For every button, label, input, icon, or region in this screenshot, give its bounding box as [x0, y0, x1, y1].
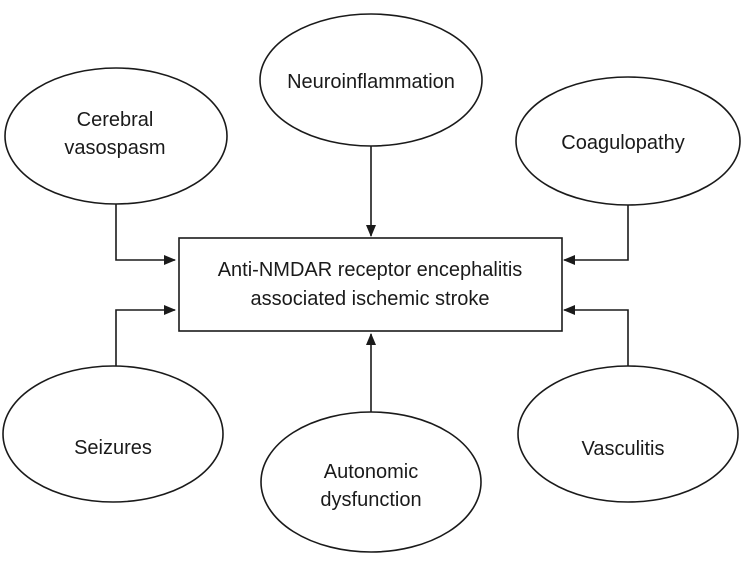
node-coagulopathy: Coagulopathy [515, 76, 741, 206]
node-cerebral-vasospasm-label-line-2: vasospasm [64, 137, 165, 159]
node-autonomic-dysfunction-label-line-2: dysfunction [320, 489, 421, 511]
node-coagulopathy-ellipse [515, 76, 741, 206]
center-label-line-2: associated ischemic stroke [251, 288, 490, 310]
node-neuroinflammation-ellipse [259, 13, 483, 147]
node-seizures: Seizures [2, 365, 224, 503]
node-seizures-label: Seizures [74, 437, 152, 459]
connector-vasospasm-to-center [115, 204, 176, 265]
node-autonomic-dysfunction-label-line-1: Autonomic [324, 461, 419, 483]
center-node-stroke: Anti-NMDAR receptor encephalitis associa… [178, 237, 563, 332]
connector-vasculitis-to-center [563, 305, 629, 366]
center-box [178, 237, 563, 332]
node-neuroinflammation-label: Neuroinflammation [287, 71, 455, 93]
node-cerebral-vasospasm-label-line-1: Cerebral [77, 109, 154, 131]
node-neuroinflammation: Neuroinflammation [259, 13, 483, 147]
node-cerebral-vasospasm-ellipse [4, 67, 228, 205]
center-label-line-1: Anti-NMDAR receptor encephalitis [218, 259, 523, 281]
node-coagulopathy-label: Coagulopathy [561, 132, 684, 154]
connector-coagulopathy-to-center [563, 205, 629, 265]
node-autonomic-dysfunction: Autonomic dysfunction [260, 411, 482, 553]
node-vasculitis-label: Vasculitis [582, 438, 665, 460]
node-vasculitis-ellipse [517, 365, 739, 503]
node-vasculitis: Vasculitis [517, 365, 739, 503]
connector-seizures-to-center [115, 305, 176, 366]
node-cerebral-vasospasm: Cerebral vasospasm [4, 67, 228, 205]
node-autonomic-dysfunction-ellipse [260, 411, 482, 553]
node-seizures-ellipse [2, 365, 224, 503]
